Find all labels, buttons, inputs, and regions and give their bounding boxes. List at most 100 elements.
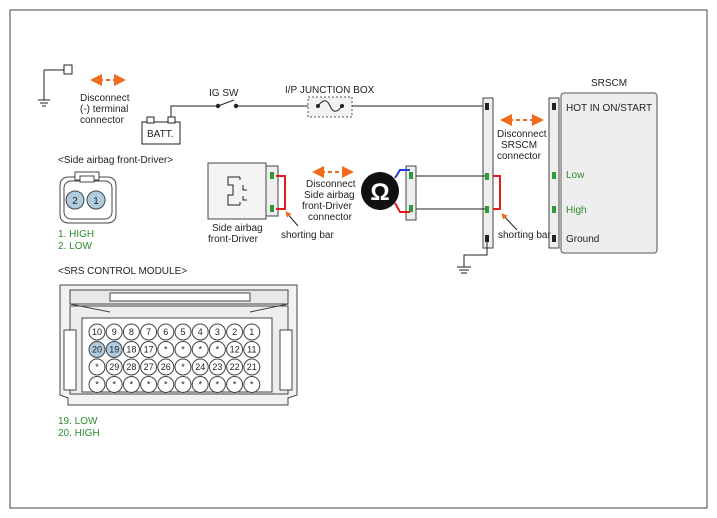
srs-pin-label: * (250, 380, 254, 390)
disconnect-neg-line2: (-) terminal (80, 104, 128, 115)
srs-pin-circle (122, 341, 140, 358)
srs-pin-circle (243, 376, 261, 393)
srs-module-legend-2: 20. HIGH (58, 428, 100, 439)
side-airbag-name-line1: Side airbag (212, 223, 263, 234)
srs-pin-circle (243, 341, 261, 358)
ohmmeter-connector (405, 165, 417, 221)
ohmmeter-lead-red (394, 202, 410, 213)
srs-pin-circle (88, 358, 106, 376)
srs-pin-circle (140, 376, 158, 393)
ip-box-label: I/P JUNCTION BOX (285, 85, 375, 96)
srs-pin-circle (208, 341, 226, 358)
srs-pin-label: 7 (146, 327, 151, 337)
srs-pin-label: * (95, 362, 99, 372)
shorting-bar-label-2: shorting bar (498, 230, 551, 241)
srscm-pin-hot: HOT IN ON/START (566, 103, 652, 114)
srs-pin-label: 18 (126, 345, 136, 355)
ig-sw-label: IG SW (209, 88, 239, 99)
srs-pin-circle (122, 358, 140, 376)
srscm-harness-connector (482, 97, 494, 249)
harness-ground (457, 242, 488, 274)
side-airbag-pin-2: 2 (72, 196, 78, 207)
srs-pin-circle (226, 323, 244, 341)
srs-pin-label: * (181, 380, 185, 390)
side-airbag-connector-title: <Side airbag front-Driver> (58, 155, 173, 166)
side-airbag-name-line2: front-Driver (208, 234, 259, 245)
srscm-pin-low: Low (566, 170, 585, 181)
wire-batt-to-igsw (170, 105, 216, 117)
shorting-bar-srscm (493, 175, 501, 210)
srs-pin-circle (157, 358, 175, 376)
srs-pin-circle (157, 323, 175, 341)
srs-pin-circle (105, 358, 123, 376)
srs-pin-label: * (181, 345, 185, 355)
srs-pin-label: 19 (109, 345, 119, 355)
srs-pin-label: 5 (180, 327, 185, 337)
srs-pin-circle (191, 323, 209, 341)
srs-pin-label: * (198, 345, 202, 355)
srs-pin-circle (140, 358, 158, 376)
ip-junction-box (307, 96, 353, 118)
srs-pin-label: 21 (247, 362, 257, 372)
shorting-bar-side-pointer (285, 211, 299, 227)
disconnect-srscm-line2: SRSCM (501, 140, 537, 151)
shorting-bar-srscm-pointer (501, 213, 518, 231)
srs-pin-label: 6 (163, 327, 168, 337)
srs-pin-label: 1 (249, 327, 254, 337)
disconnect-neg-line1: Disconnect (80, 93, 130, 104)
srs-pin-circle (122, 376, 140, 393)
srs-pin-label: 8 (129, 327, 134, 337)
srs-pin-label: 11 (247, 345, 256, 355)
srs-pin-circle (226, 341, 244, 358)
srs-pin-label: 12 (230, 345, 240, 355)
srs-pin-circle (226, 376, 244, 393)
srs-pin-circle (174, 323, 192, 341)
battery-ground-terminal (38, 64, 73, 107)
srs-module-legend-1: 19. LOW (58, 416, 98, 427)
srs-pin-label: 28 (126, 362, 136, 372)
srs-pin-circle (208, 376, 226, 393)
shorting-bar-label-1: shorting bar (281, 230, 334, 241)
srs-pin-circle (105, 323, 123, 341)
srs-pin-circle (157, 376, 175, 393)
side-airbag-component (207, 162, 279, 220)
ohmmeter[interactable] (361, 172, 399, 210)
srs-pin-label: 23 (212, 362, 222, 372)
srs-module-title: <SRS CONTROL MODULE> (58, 266, 187, 277)
disconnect-side-line3: front-Driver (302, 201, 353, 212)
side-airbag-connector-view (59, 171, 117, 224)
srs-pin-circle (243, 358, 261, 376)
srs-pin-label: 20 (92, 345, 102, 355)
srs-pin-label: 2 (232, 327, 237, 337)
srs-pin-label: 17 (144, 345, 154, 355)
srs-pin-label: * (233, 380, 237, 390)
side-airbag-legend-1: 1. HIGH (58, 229, 94, 240)
disconnect-side-line4: connector (308, 212, 353, 223)
shorting-bar-side (276, 175, 286, 210)
srs-pin-label: * (164, 380, 168, 390)
battery-label: BATT. (147, 129, 173, 140)
disconnect-side-line1: Disconnect (306, 179, 356, 190)
srs-pin-label: * (181, 362, 185, 372)
ohm-symbol-icon: Ω (370, 179, 389, 206)
srs-pin-circle (157, 341, 175, 358)
srs-pin-circle (105, 376, 123, 393)
srs-pin-label: 9 (112, 327, 117, 337)
disconnect-side-line2: Side airbag (304, 190, 355, 201)
srs-pin-label: 29 (109, 362, 119, 372)
srs-pin-label: * (112, 380, 116, 390)
srs-pin-label: * (216, 380, 220, 390)
srs-pin-label: * (198, 380, 202, 390)
srscm-pin-ground: Ground (566, 234, 599, 245)
srs-pin-label: * (164, 345, 168, 355)
srs-pin-circle (208, 323, 226, 341)
srs-pin-circle (226, 358, 244, 376)
srs-pin-circle (174, 341, 192, 358)
srs-pin-circle (191, 358, 209, 376)
srs-pin-circle (122, 323, 140, 341)
srs-pin-circle (174, 358, 192, 376)
srs-pin-label: * (130, 380, 134, 390)
srs-pin-label: 24 (195, 362, 205, 372)
